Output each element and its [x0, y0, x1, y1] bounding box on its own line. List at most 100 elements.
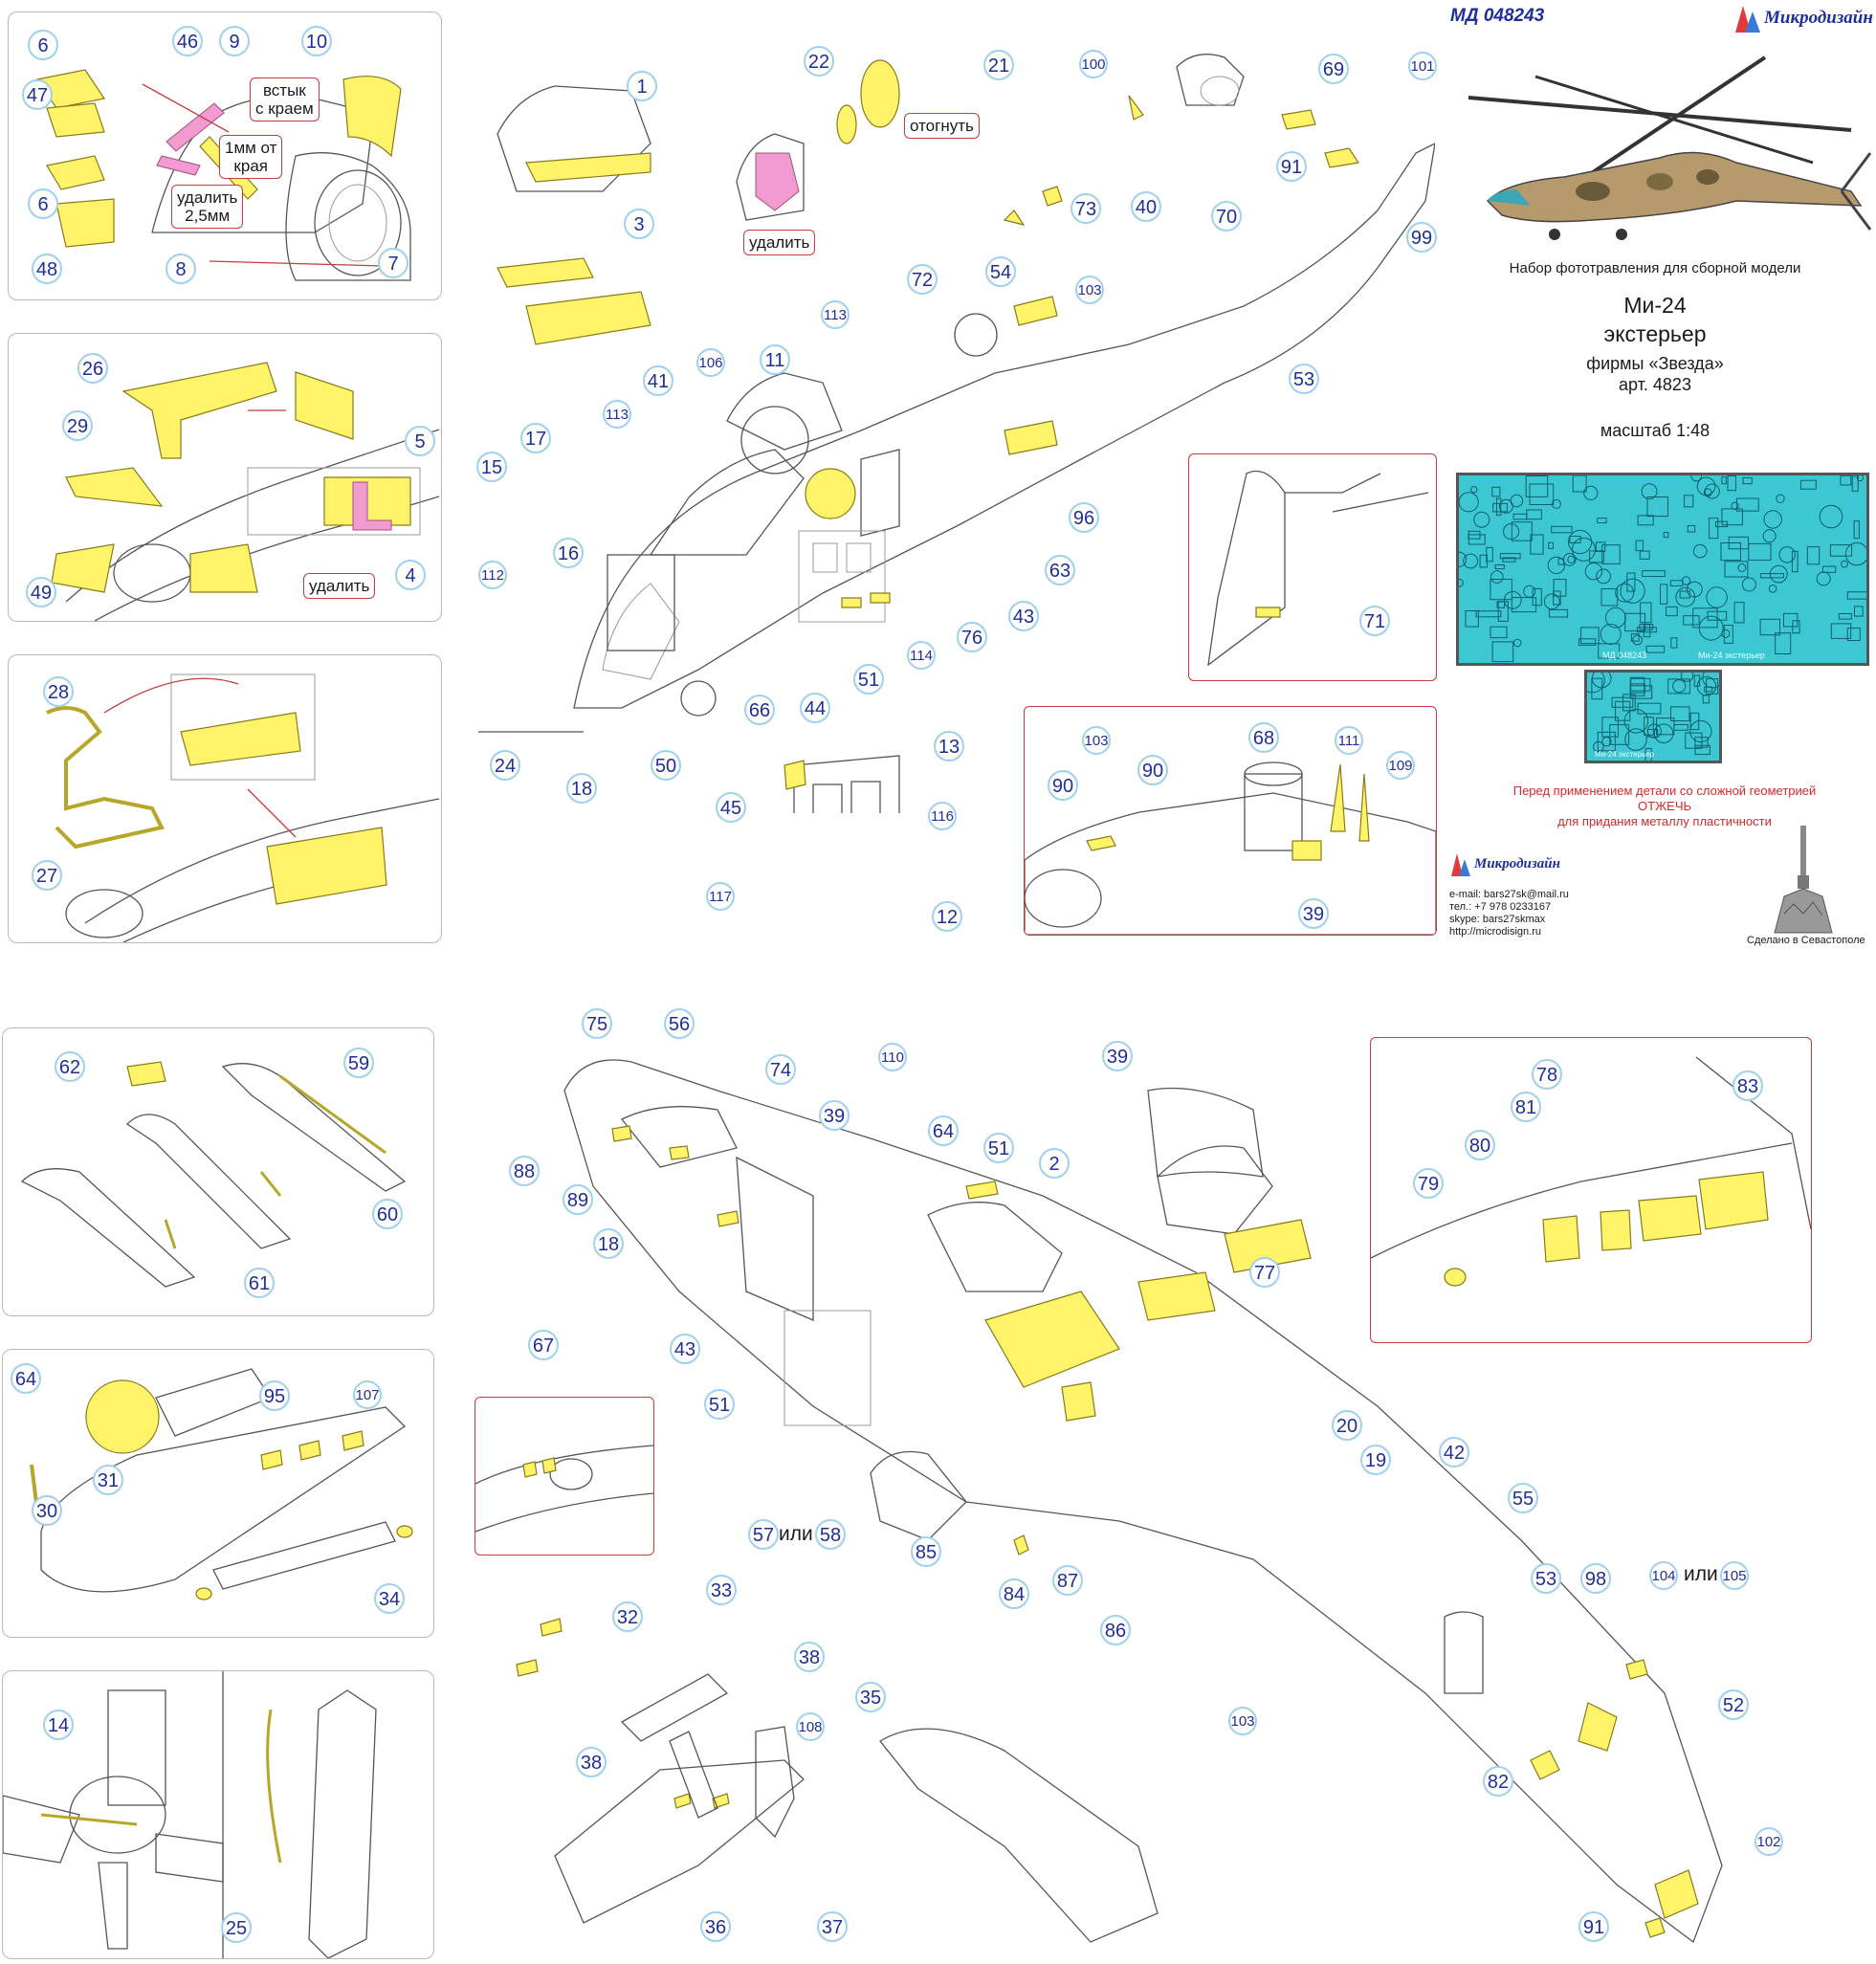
callout-102: 102: [1755, 1827, 1783, 1856]
fret-part: [1840, 475, 1852, 486]
fret-part: [1591, 677, 1603, 700]
callout-109: 109: [1386, 751, 1415, 780]
fret-part: [1557, 558, 1565, 565]
fret-part: [1529, 483, 1555, 505]
fret-part: [1589, 550, 1604, 563]
fret-part: [1637, 702, 1662, 715]
detail-71: 71: [1188, 453, 1437, 681]
fret-part: [1632, 634, 1644, 646]
callout-101: 101: [1408, 52, 1437, 80]
fret-part: [1653, 723, 1674, 744]
contact-phone: тел.: +7 978 0233167: [1449, 901, 1552, 913]
monument-image: [1765, 818, 1842, 935]
callout-58: 58: [815, 1519, 846, 1550]
fret-part: [1854, 606, 1864, 617]
callout-56: 56: [664, 1008, 695, 1039]
note-remove-bay: удалить: [303, 573, 376, 599]
fret-part: [1591, 673, 1612, 689]
callout-28: 28: [43, 676, 74, 707]
fret-part: [1663, 532, 1669, 539]
made-in: Сделано в Севастополе: [1747, 935, 1865, 946]
callout-51-bottom2: 51: [704, 1389, 735, 1420]
fret-part: [1735, 497, 1759, 512]
callout-10: 10: [301, 26, 332, 56]
brand-name: Микродизайн: [1764, 8, 1873, 28]
callout-40: 40: [1131, 191, 1161, 222]
fret-part: [1670, 637, 1678, 649]
callout-34: 34: [374, 1583, 405, 1614]
fret-part: [1791, 550, 1799, 573]
fret-part: [1642, 570, 1666, 577]
callout-117: 117: [706, 882, 735, 911]
fret-part: [1769, 564, 1788, 584]
callout-81: 81: [1511, 1092, 1541, 1122]
callout-35: 35: [855, 1682, 886, 1712]
detail-67-drawing: [475, 1445, 653, 1533]
callout-52: 52: [1718, 1689, 1749, 1720]
callout-112: 112: [478, 561, 507, 589]
callout-5: 5: [405, 426, 435, 456]
fret-part: [1548, 608, 1569, 618]
callout-90b: 90: [1137, 755, 1168, 785]
fret-part: [1644, 747, 1652, 761]
callout-71: 71: [1359, 606, 1390, 636]
warning-line2: ОТЖЕЧЬ: [1637, 799, 1692, 813]
fret-part: [1721, 508, 1743, 526]
callout-85: 85: [911, 1536, 941, 1567]
fret-part: [1584, 563, 1603, 581]
callout-63: 63: [1045, 555, 1075, 585]
fret-part: [1622, 694, 1636, 712]
callout-105: 105: [1720, 1561, 1749, 1590]
contact-brand: Микродизайн: [1474, 856, 1560, 872]
callout-47: 47: [22, 79, 53, 110]
note-bend: отогнуть: [904, 113, 980, 139]
fret-part: [1685, 732, 1703, 749]
fret-part: [1644, 717, 1654, 736]
fret-part: [1491, 641, 1514, 663]
callout-98: 98: [1580, 1563, 1611, 1594]
callout-99: 99: [1406, 222, 1437, 253]
fret-part: [1669, 580, 1684, 586]
fret-part: [1727, 475, 1736, 492]
callout-66: 66: [744, 695, 775, 725]
fret-part: [1580, 627, 1600, 645]
main-bottom-drawing: [516, 1059, 1723, 1944]
detail-67: [475, 1397, 654, 1556]
fret-part: [1512, 513, 1528, 520]
fret-part: [1748, 542, 1772, 562]
panel-bay: удалить 26 29 5 49 4: [8, 333, 442, 622]
fret-part: [1687, 525, 1696, 533]
panel-wing-pylons-drawing: [20, 1061, 407, 1288]
fret-part: [1620, 578, 1645, 604]
fret-part: [1775, 632, 1792, 654]
callout-50: 50: [651, 750, 681, 781]
fret-part: [1702, 695, 1710, 704]
fret-part: [1733, 602, 1745, 624]
fret-part: [1742, 476, 1753, 485]
callout-42: 42: [1439, 1437, 1469, 1467]
fret-part: [1704, 686, 1713, 693]
callout-17: 17: [520, 423, 551, 453]
callout-18: 18: [566, 773, 597, 804]
panel-rotor-head-drawing: [3, 1671, 377, 1958]
fret-part: [1741, 577, 1756, 592]
fret-part: [1593, 740, 1604, 753]
fret-part: [1553, 590, 1561, 606]
fret-part: [1667, 678, 1690, 695]
callout-60: 60: [372, 1199, 403, 1229]
callout-51-bottom: 51: [983, 1133, 1014, 1163]
fret-part: [1853, 520, 1860, 540]
contact-site: http://microdisign.ru: [1449, 926, 1541, 938]
fret-part: [1497, 601, 1509, 622]
fret-part: [1720, 542, 1741, 562]
fret-part: [1681, 576, 1691, 585]
callout-75: 75: [582, 1008, 612, 1039]
callout-83: 83: [1733, 1070, 1763, 1101]
fret-part: [1567, 555, 1576, 564]
contact-skype: skype: bars27skmax: [1449, 914, 1546, 925]
fret-part: [1543, 593, 1560, 610]
detail-68: 103 68 111 90 90 109 39: [1024, 706, 1437, 936]
fret-part: [1721, 475, 1727, 485]
fret-part: [1463, 553, 1479, 569]
callout-46: 46: [172, 26, 203, 56]
